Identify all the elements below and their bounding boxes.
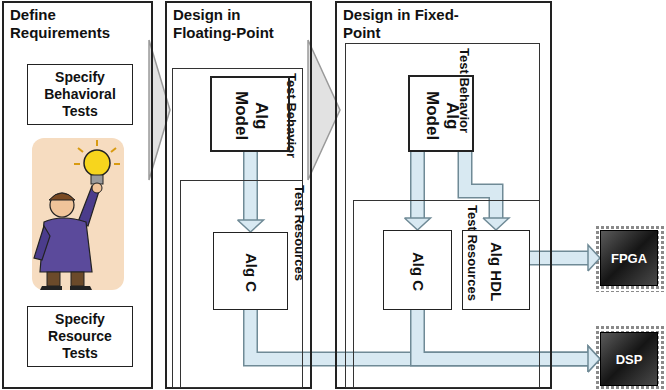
arrow-head bbox=[405, 218, 431, 230]
node-label: Design in Floating-Point bbox=[173, 6, 298, 42]
node-label: Alg Model bbox=[422, 81, 462, 150]
bulb-ray bbox=[96, 140, 98, 146]
chip-pins bbox=[594, 224, 664, 292]
node-label: Specify Resource Tests bbox=[28, 311, 132, 362]
arrow-body bbox=[412, 152, 424, 218]
arrow-body bbox=[530, 252, 588, 264]
node-label: Specify Behavioral Tests bbox=[28, 69, 132, 120]
leg bbox=[47, 272, 60, 286]
shoes bbox=[40, 286, 92, 290]
arrow-outline bbox=[410, 152, 425, 218]
arrow-head bbox=[238, 220, 264, 232]
arrow-outline bbox=[251, 310, 589, 359]
code-box: Alg C bbox=[383, 230, 452, 310]
requirement-box: Specify Resource Tests bbox=[27, 306, 133, 367]
arrow-outline bbox=[243, 152, 258, 220]
node-label: Alg C bbox=[409, 252, 428, 291]
arrow-body bbox=[245, 152, 257, 220]
lower-arm bbox=[34, 226, 50, 260]
chip-pins bbox=[594, 326, 664, 390]
flow-arrow bbox=[405, 152, 431, 230]
code-box: Alg HDL bbox=[462, 230, 530, 310]
leg bbox=[71, 272, 84, 286]
flow-arrow bbox=[238, 152, 264, 232]
node-label: Alg Model bbox=[231, 82, 271, 150]
code-box: Alg C bbox=[213, 232, 288, 310]
stage-column: Design in Floating-PointTest BehaviorAlg… bbox=[165, 1, 312, 389]
chip: FPGA bbox=[600, 230, 658, 286]
arrow-head bbox=[588, 245, 600, 271]
test-group: Test ResourcesAlg CAlg HDL bbox=[353, 200, 540, 388]
test-group: Test BehaviorAlg ModelTest ResourcesAlg … bbox=[345, 43, 540, 388]
lightbulb bbox=[84, 150, 110, 176]
chip: DSP bbox=[600, 332, 658, 386]
arrow-body bbox=[251, 310, 589, 359]
arrow-head bbox=[588, 346, 600, 372]
arrow-outline bbox=[418, 310, 589, 359]
bulb-ray bbox=[111, 148, 116, 152]
bulb-ray bbox=[74, 163, 80, 165]
node-label: Design in Fixed-Point bbox=[343, 6, 468, 42]
node-label: DSP bbox=[616, 352, 643, 367]
bulb-ray bbox=[78, 148, 83, 152]
arrow-head bbox=[483, 218, 509, 230]
model-box: Alg Model bbox=[210, 76, 290, 152]
requirement-box: Specify Behavioral Tests bbox=[27, 64, 133, 125]
clipart-ground bbox=[32, 138, 124, 290]
node-label: FPGA bbox=[611, 251, 647, 266]
arrow-outline bbox=[530, 251, 588, 266]
arrow-head bbox=[588, 346, 600, 372]
test-group: Test BehaviorAlg ModelTest ResourcesAlg … bbox=[172, 68, 303, 388]
stage-column: Define RequirementsSpecify Behavioral Te… bbox=[2, 1, 153, 389]
model-box: Alg Model bbox=[408, 75, 474, 152]
node-label: Define Requirements bbox=[10, 6, 135, 42]
arrow-body bbox=[418, 310, 589, 359]
hair bbox=[49, 193, 75, 200]
bulb-ray bbox=[114, 163, 120, 165]
head bbox=[50, 193, 74, 217]
flow-arrow bbox=[418, 310, 601, 372]
stage-column: Design in Fixed-PointTest BehaviorAlg Mo… bbox=[335, 1, 552, 389]
node-label: Alg HDL bbox=[487, 242, 506, 301]
idea-clipart bbox=[32, 138, 124, 290]
flow-arrow bbox=[530, 245, 600, 271]
test-group: Test ResourcesAlg C bbox=[180, 180, 303, 388]
coat bbox=[40, 218, 92, 272]
node-label: Alg C bbox=[242, 253, 261, 292]
hand bbox=[92, 183, 102, 193]
